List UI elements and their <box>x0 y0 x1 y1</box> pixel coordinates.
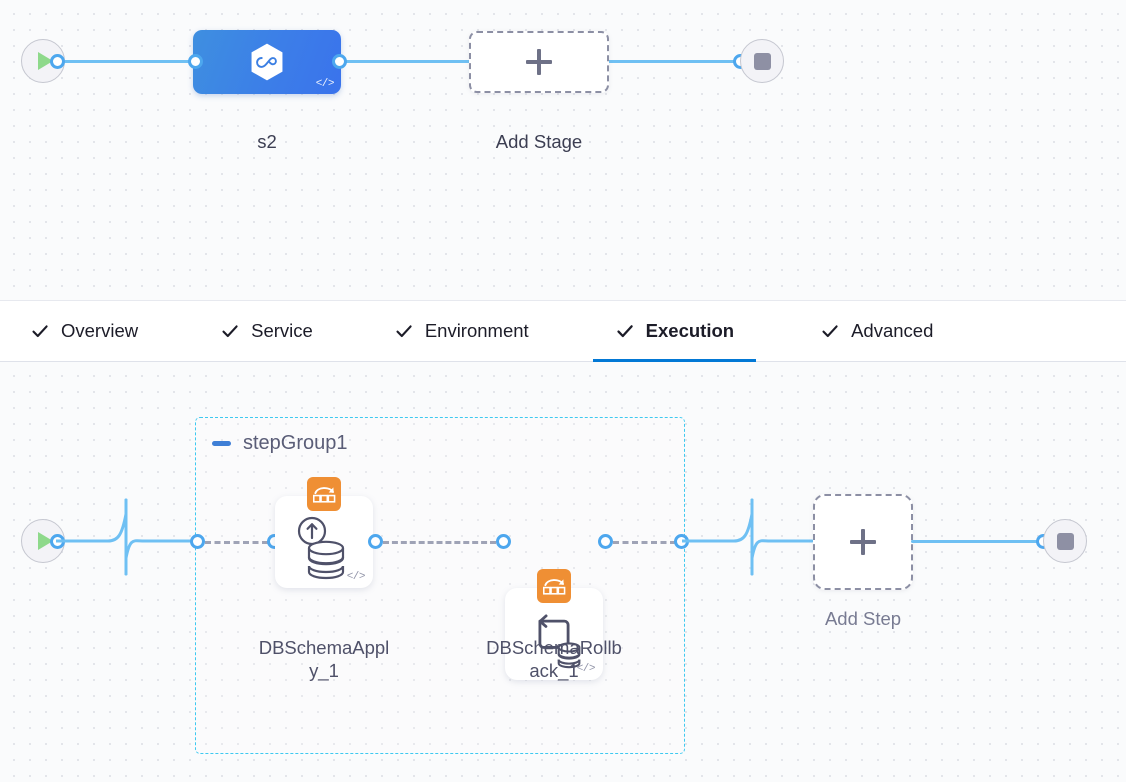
edge-add-step-to-end <box>911 540 1051 543</box>
tab-advanced-label: Advanced <box>851 320 934 341</box>
step-label-line2: ack_1 <box>529 659 579 681</box>
liquibase-deploy-glyph <box>542 579 566 595</box>
add-step-button[interactable] <box>813 494 913 590</box>
tab-service[interactable]: Service <box>198 300 335 362</box>
play-icon <box>37 532 53 550</box>
tab-service-label: Service <box>251 320 313 341</box>
step-node-dbschemarollback-label: DBSchemaRollb ack_1 <box>470 637 638 682</box>
port-group-in[interactable] <box>190 534 205 549</box>
step-label-line2: y_1 <box>309 659 339 681</box>
execution-graph-canvas[interactable]: </> DBSchemaAppl y_1 <box>0 362 1126 782</box>
pipeline-end-node[interactable] <box>740 39 784 83</box>
check-icon <box>32 325 48 338</box>
edge-step1-to-step2 <box>383 541 496 544</box>
add-step-label: Add Step <box>824 608 902 629</box>
play-icon <box>37 52 53 70</box>
tab-execution-label: Execution <box>645 320 735 341</box>
plus-icon <box>850 529 876 555</box>
stop-icon <box>753 52 771 70</box>
stage-node-s2-label: s2 <box>257 131 277 152</box>
pipeline-tabs: Overview Service Environment Execution A… <box>0 300 1126 362</box>
stage-node-s2-wrapper[interactable]: </> <box>193 30 341 94</box>
check-icon <box>396 325 412 338</box>
edge-s2-to-add-stage <box>336 60 476 63</box>
tab-environment[interactable]: Environment <box>372 300 551 362</box>
liquibase-deploy-glyph <box>312 487 336 503</box>
stage-graph-canvas[interactable]: </> s2 Add Stage <box>0 0 1126 300</box>
port-s2-in[interactable] <box>188 54 203 69</box>
port-step1-out[interactable] <box>368 534 383 549</box>
liquibase-deploy-icon <box>307 477 341 511</box>
edge-group-to-add-step-curve <box>682 498 814 576</box>
step-node-dbschemaapply-label: DBSchemaAppl y_1 <box>240 637 408 682</box>
edge-step2-to-group-out <box>613 541 676 544</box>
step-group-title: stepGroup1 <box>243 432 348 454</box>
port-start-out[interactable] <box>50 54 65 69</box>
port-s2-out[interactable] <box>332 54 347 69</box>
database-up-arrow-icon <box>275 516 373 582</box>
check-icon <box>617 325 633 338</box>
step-group-header[interactable]: stepGroup1 <box>212 432 348 455</box>
minus-icon[interactable] <box>212 441 231 446</box>
stop-icon <box>1056 532 1074 550</box>
edge-add-stage-to-end <box>606 60 748 63</box>
tab-overview-label: Overview <box>61 320 139 341</box>
liquibase-deploy-icon <box>537 569 571 603</box>
tab-advanced[interactable]: Advanced <box>798 300 955 362</box>
edge-start-to-s2 <box>57 60 203 63</box>
step-label-line1: DBSchemaRollb <box>486 637 622 658</box>
add-stage-button[interactable] <box>469 31 609 93</box>
execution-end-node[interactable] <box>1043 519 1087 563</box>
edge-start-to-group-curve <box>56 498 200 576</box>
step-node-dbschemarollback[interactable]: </> <box>505 569 603 680</box>
check-icon <box>822 325 838 338</box>
hexagon-infinity-icon <box>251 43 283 81</box>
check-icon <box>222 325 238 338</box>
step-node-dbschemaapply[interactable]: </> <box>275 477 373 588</box>
code-badge-icon[interactable]: </> <box>576 663 596 675</box>
database-rollback-icon <box>505 608 603 670</box>
add-stage-label: Add Stage <box>495 131 583 152</box>
edge-group-in-to-step1 <box>205 541 268 544</box>
port-step2-in[interactable] <box>496 534 511 549</box>
code-badge-icon[interactable]: </> <box>346 571 366 583</box>
code-badge-icon[interactable]: </> <box>315 78 335 90</box>
step-group-boundary[interactable] <box>195 417 685 754</box>
stage-node-s2[interactable]: </> <box>193 30 341 94</box>
tab-execution[interactable]: Execution <box>592 300 757 362</box>
plus-icon <box>526 49 552 75</box>
tab-overview[interactable]: Overview <box>8 300 160 362</box>
tab-environment-label: Environment <box>424 320 529 341</box>
step-label-line1: DBSchemaAppl <box>258 637 390 658</box>
port-step2-out[interactable] <box>598 534 613 549</box>
